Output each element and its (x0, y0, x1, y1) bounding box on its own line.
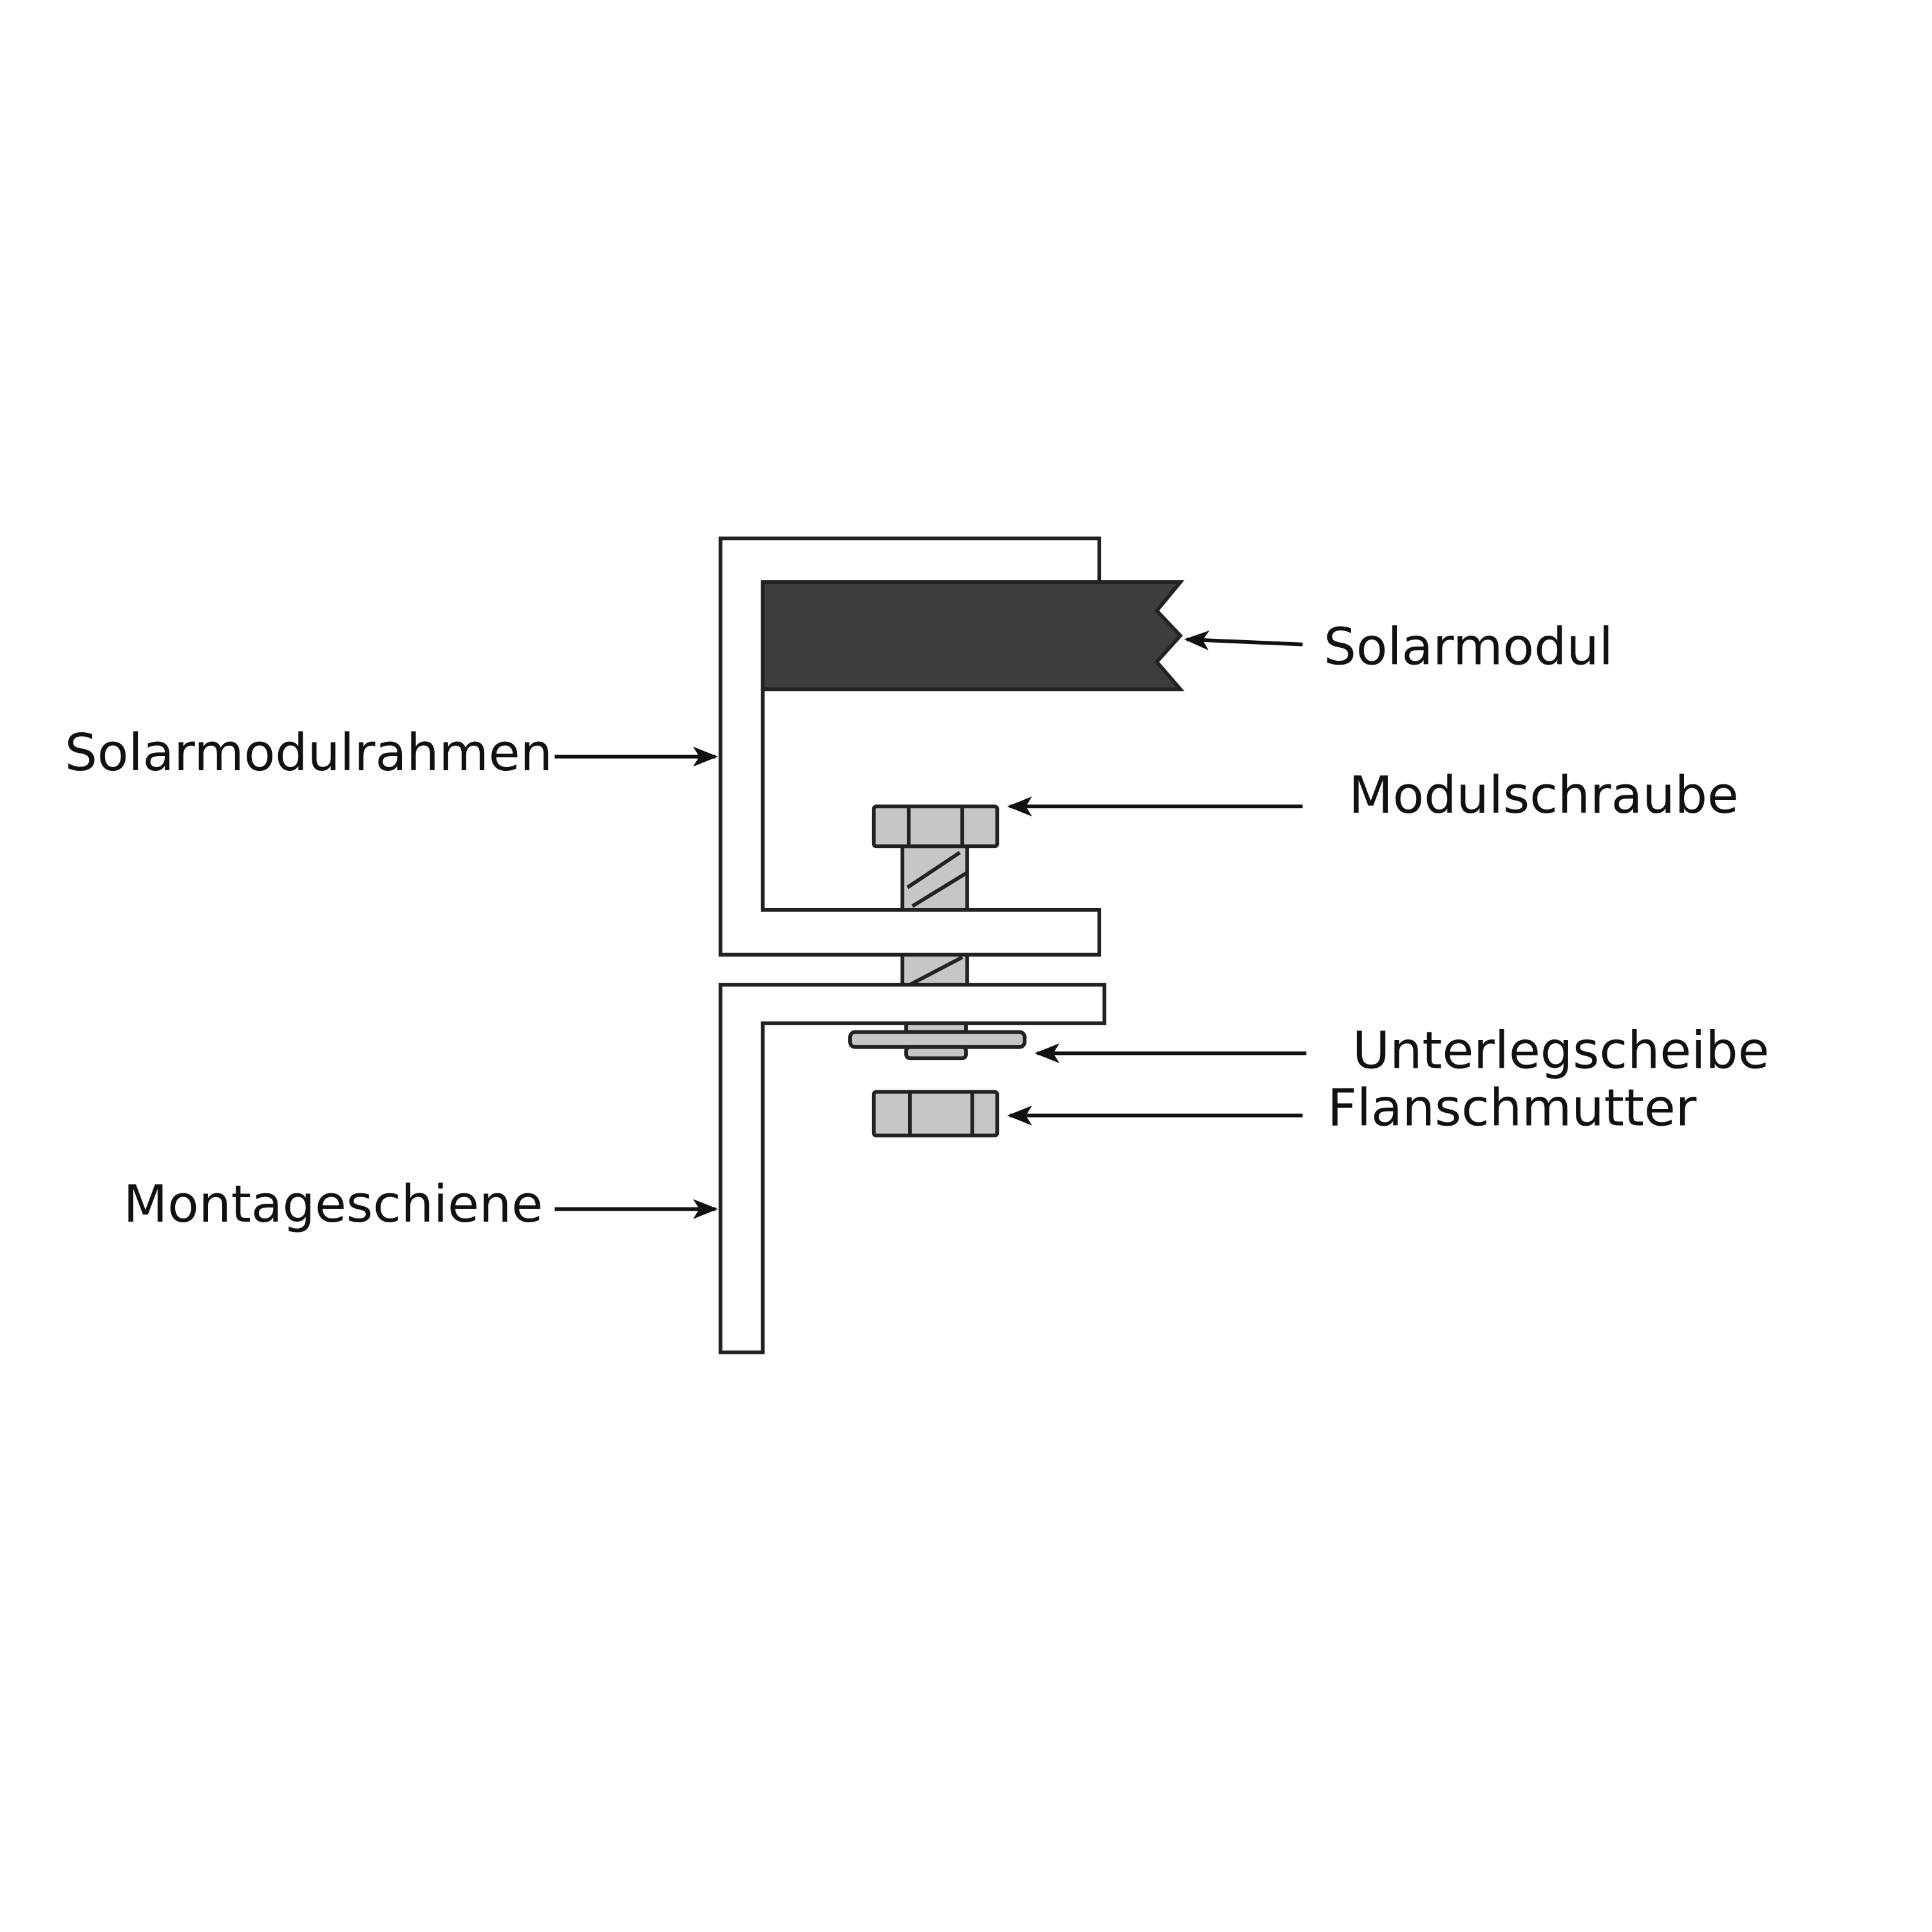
solar-module (761, 580, 1185, 692)
bolt-head (871, 804, 999, 849)
washer (848, 1021, 1027, 1061)
flange-nut (871, 1090, 999, 1138)
label-montageschiene: Montageschiene (124, 1174, 543, 1234)
label-unterlegscheibe: Unterlegscheibe (1352, 1021, 1769, 1081)
label-solarmodul: Solarmodul (1323, 617, 1613, 677)
solar-module-frame (718, 536, 1101, 957)
mounting-rail (718, 983, 1106, 1354)
label-flanschmutter: Flanschmutter (1327, 1078, 1696, 1138)
arrow-solarmodul (1184, 630, 1303, 650)
label-solarmodulrahmen: Solarmodulrahmen (65, 723, 553, 782)
label-modulschraube: Modulschraube (1349, 765, 1739, 825)
